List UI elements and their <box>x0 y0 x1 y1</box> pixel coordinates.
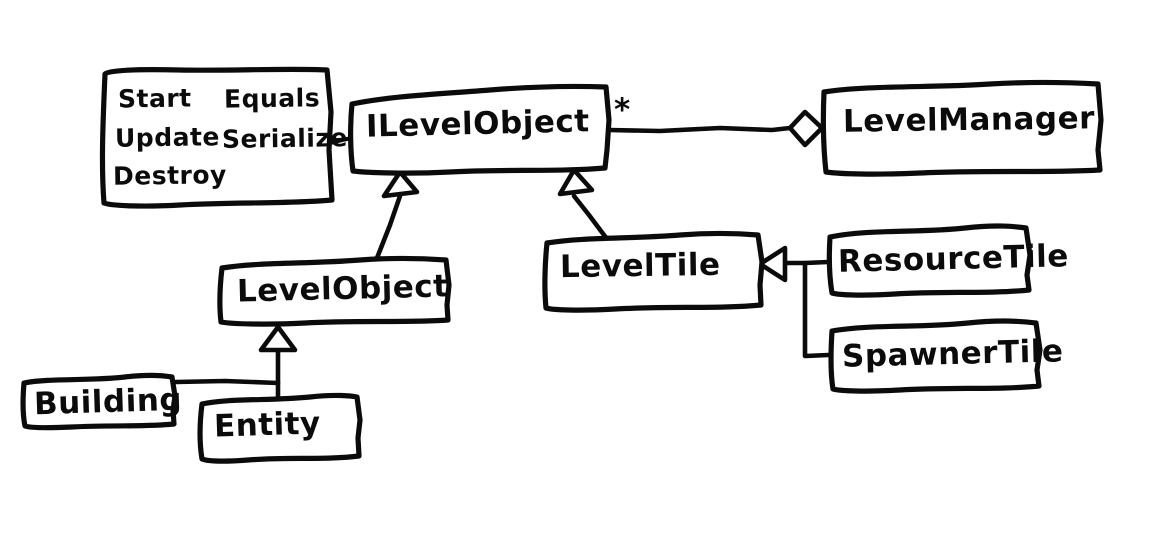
class-box-spawnertile <box>828 318 1043 394</box>
class-box-leveltile <box>542 230 765 313</box>
inheritance-line-building <box>173 378 281 386</box>
class-box-resourcetile <box>826 223 1033 298</box>
class-box-levelmanager <box>820 79 1104 177</box>
inheritance-triangle-leveltile <box>557 167 595 197</box>
class-box-levelobject <box>217 255 452 327</box>
inheritance-line-levelobject <box>372 193 403 266</box>
class-box-building <box>20 372 178 431</box>
inheritance-line-leveltile <box>571 193 613 246</box>
class-box-entity <box>197 392 363 464</box>
inheritance-triangle-levelobject-children <box>258 324 298 353</box>
inheritance-triangle-levelobject <box>381 169 420 199</box>
aggregation-diamond-levelmanager <box>787 109 825 148</box>
methods-note-box <box>99 66 335 209</box>
class-box-ilevelobject <box>348 83 612 176</box>
aggregation-line-levelmanager <box>606 125 793 134</box>
inheritance-line-spawnertile <box>802 260 831 359</box>
inheritance-triangle-leveltile-children <box>757 245 788 283</box>
